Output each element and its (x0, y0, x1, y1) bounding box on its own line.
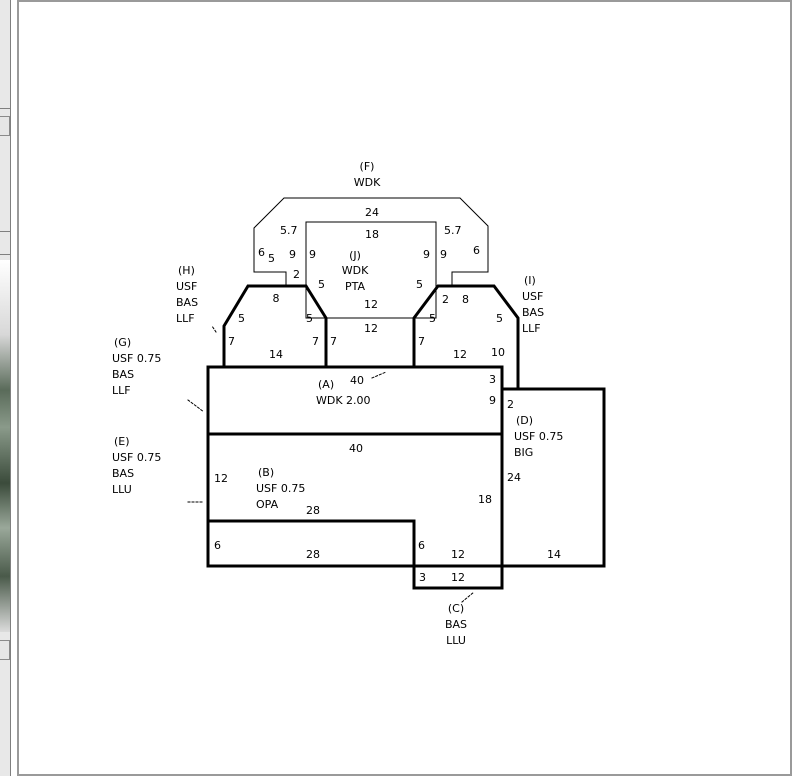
dim-label: 5.7 (280, 224, 298, 237)
dim-label: 9 (423, 248, 430, 261)
dim-label: 5 (429, 312, 436, 325)
strip-button-lower[interactable] (0, 640, 10, 660)
area-b-code-1: USF 0.75 (256, 482, 305, 495)
dim-label: 6 (473, 244, 480, 257)
area-f-outline (253, 197, 489, 287)
area-i-code-3: LLF (522, 322, 541, 335)
area-g-code-1: USF 0.75 (112, 352, 161, 365)
dim-label: 3 (419, 571, 426, 584)
dim-label: 18 (365, 228, 379, 241)
dim-label: 7 (228, 335, 235, 348)
dim-label: 24 (365, 206, 379, 219)
area-i-outline (412, 284, 520, 390)
area-h-code-2: BAS (176, 296, 198, 309)
dim-label: 9 (289, 248, 296, 261)
dim-label: 5 (318, 278, 325, 291)
strip-divider (0, 254, 11, 255)
area-j-code-2: PTA (345, 280, 365, 293)
area-d-outline (500, 387, 606, 568)
dim-label: 5 (496, 312, 503, 325)
area-c-letter: (C) (448, 602, 464, 615)
area-j-outline (305, 221, 437, 319)
area-b-code-2: OPA (256, 498, 279, 511)
dim-label: 5 (306, 312, 313, 325)
area-f-letter: (F) (360, 160, 375, 173)
area-i-code-1: USF (522, 290, 543, 303)
area-c-code-2: LLU (446, 634, 466, 647)
dim-label: 12 (451, 571, 465, 584)
area-a-code: WDK 2.00 (316, 394, 371, 407)
strip-button-upper[interactable] (0, 116, 10, 136)
dim-label: 8 (462, 293, 469, 306)
area-h-letter: (H) (178, 264, 195, 277)
dim-label: 12 (364, 298, 378, 311)
dim-label: 12 (451, 548, 465, 561)
dim-label: 2 (442, 293, 449, 306)
area-d-code-2: BIG (514, 446, 533, 459)
area-d-code-1: USF 0.75 (514, 430, 563, 443)
area-h-code-3: LLF (176, 312, 195, 325)
area-j-letter: (J) (349, 249, 361, 262)
dim-label: 40 (350, 374, 364, 387)
area-h-outline (222, 284, 328, 369)
dim-label: 3 (489, 373, 496, 386)
dim-label: 6 (258, 246, 265, 259)
strip-divider (0, 231, 11, 232)
area-e-code-3: LLU (112, 483, 132, 496)
area-j-code-1: WDK (342, 264, 369, 277)
area-i-letter: (I) (524, 274, 536, 287)
dim-label: 12 (364, 322, 378, 335)
dim-label: 5.7 (444, 224, 462, 237)
dim-label: 10 (491, 346, 505, 359)
dim-label: 5 (268, 252, 275, 265)
area-i-code-2: BAS (522, 306, 544, 319)
dim-label: 18 (478, 493, 492, 506)
area-b-letter: (B) (258, 466, 274, 479)
photo-thumbnail[interactable] (0, 260, 10, 632)
dim-label: 28 (306, 504, 320, 517)
dim-label: 40 (349, 442, 363, 455)
area-f-code: WDK (354, 176, 381, 189)
dim-label: 12 (453, 348, 467, 361)
dim-label: 12 (214, 472, 228, 485)
dim-label: 5 (416, 278, 423, 291)
dim-label: 2 (507, 398, 514, 411)
dim-label: 24 (507, 471, 521, 484)
area-e-code-2: BAS (112, 467, 134, 480)
dim-label: 2 (293, 268, 300, 281)
area-a-letter: (A) (318, 378, 334, 391)
dim-label: 9 (489, 394, 496, 407)
area-e-letter: (E) (114, 435, 130, 448)
dim-label: 14 (547, 548, 561, 561)
left-side-strip (0, 0, 11, 776)
area-h-code-1: USF (176, 280, 197, 293)
area-d-letter: (D) (516, 414, 533, 427)
dim-label: 9 (440, 248, 447, 261)
dim-label: 7 (418, 335, 425, 348)
area-e-outline (206, 519, 416, 568)
dim-label: 6 (418, 539, 425, 552)
dim-label: 5 (238, 312, 245, 325)
dim-label: 14 (269, 348, 283, 361)
area-g-code-2: BAS (112, 368, 134, 381)
dim-label: 6 (214, 539, 221, 552)
area-c-code-1: BAS (445, 618, 467, 631)
area-e-code-1: USF 0.75 (112, 451, 161, 464)
dim-label: 8 (273, 292, 280, 305)
dim-label: 9 (309, 248, 316, 261)
leader-a (371, 371, 387, 379)
area-g-code-3: LLF (112, 384, 131, 397)
dim-label: 7 (312, 335, 319, 348)
dim-label: 28 (306, 548, 320, 561)
leader-h (211, 325, 217, 333)
sketch-panel (17, 0, 792, 776)
dim-label: 7 (330, 335, 337, 348)
strip-divider (0, 108, 11, 109)
leader-g (187, 399, 205, 413)
leader-c (461, 591, 475, 603)
area-g-letter: (G) (114, 336, 131, 349)
